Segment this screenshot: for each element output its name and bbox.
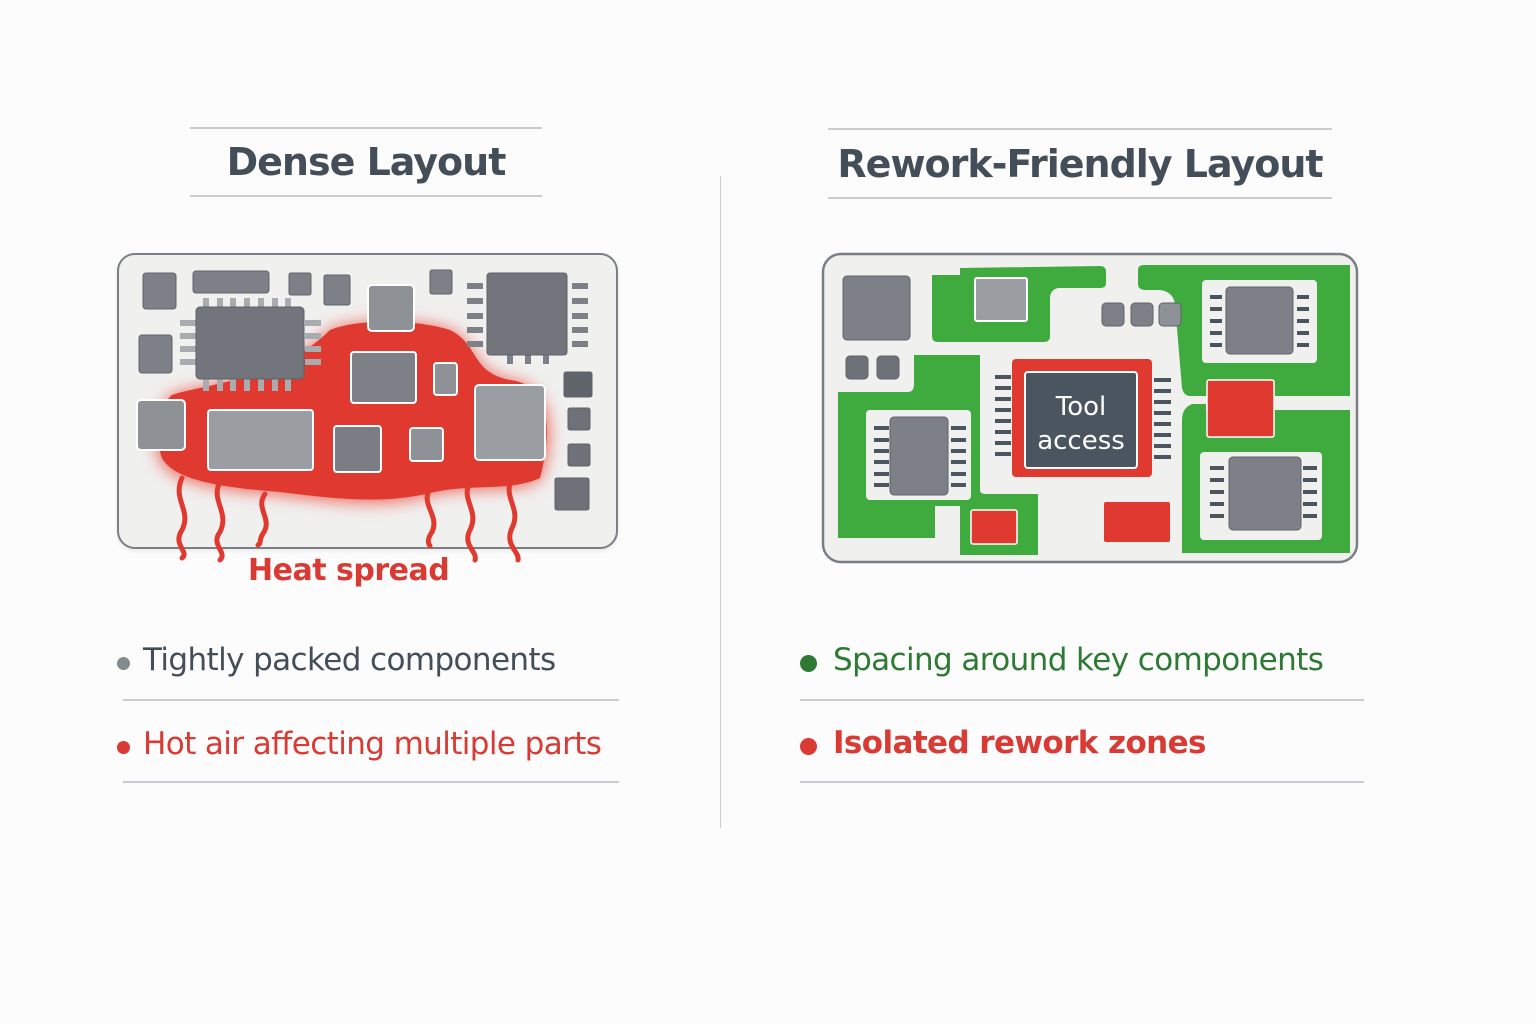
bullet-spacing: Spacing around key components [833,642,1324,678]
right-title-rule-bottom [828,197,1332,199]
heat-wave [424,485,437,549]
component [136,399,186,451]
bullet-rule [123,699,619,701]
component [350,351,417,404]
component [876,355,900,380]
bullet-tightly-packed: Tightly packed components [143,642,556,678]
right-panel-title: Rework-Friendly Layout [837,142,1323,186]
qfp-chip [195,306,305,380]
tool-access-label: Tool access [1025,390,1137,458]
heat-wave [255,491,269,548]
component [563,371,593,398]
component [207,409,314,471]
tool-access-line2: access [1037,426,1125,456]
component [429,269,453,295]
right-title-rule-top [828,128,1332,130]
bullet-rule [800,781,1364,783]
component [288,272,312,296]
heat-wave [176,475,188,561]
component [409,427,444,462]
bullet-hot-air: Hot air affecting multiple parts [143,726,602,762]
component [138,334,173,374]
component [192,270,270,294]
bullet-rule [800,699,1364,701]
component [845,355,869,380]
rework-pad [1104,502,1170,542]
component [367,284,415,332]
bullet-rule [123,781,619,783]
heat-spread-label: Heat spread [248,553,450,588]
rework-pcb-illustration [821,252,1359,564]
chip [889,416,949,496]
component [1130,302,1154,327]
left-title-rule-top [190,127,542,129]
bullet-isolated-zones: Isolated rework zones [833,725,1206,761]
component [554,477,590,511]
component [142,272,177,310]
component [567,407,591,431]
heat-wave [506,475,521,563]
chip [1225,286,1294,355]
bullet-dot-gray [117,657,130,670]
heat-wave [464,479,478,563]
bullet-dot-red [117,741,130,754]
heat-wave [214,479,226,563]
bullet-dot-red [800,738,817,755]
component [474,384,546,461]
left-title-rule-bottom [190,195,542,197]
rework-pad [970,509,1018,545]
component [433,362,458,396]
component [974,277,1028,322]
chip [1228,456,1302,531]
component [323,274,351,306]
component [1101,302,1125,327]
bullet-dot-green [800,655,817,672]
panel-divider [720,176,721,828]
component [333,425,382,473]
component [1158,302,1182,327]
left-panel-title: Dense Layout [226,140,507,184]
component [842,275,911,341]
component [567,443,591,467]
tool-access-line1: Tool [1055,392,1107,422]
rework-pad [1206,379,1275,438]
qfp-chip [486,272,568,356]
tool-access-chip [1024,371,1138,469]
heat-waves [176,475,521,563]
